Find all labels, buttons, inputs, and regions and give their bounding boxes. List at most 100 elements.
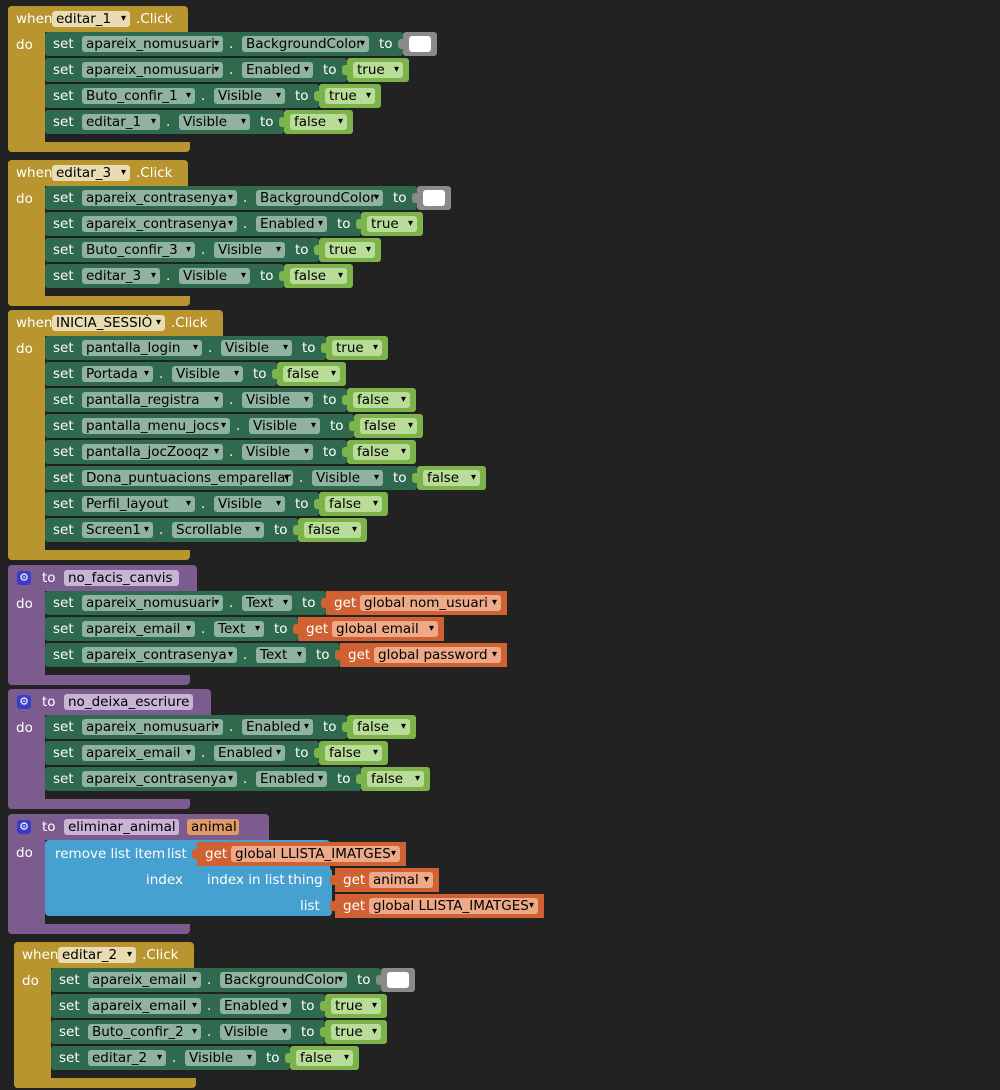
property-dropdown[interactable]: BackgroundColor (242, 36, 369, 52)
property-dropdown[interactable]: BackgroundColor (220, 972, 347, 988)
component-dropdown[interactable]: pantalla_registra (82, 392, 223, 408)
component-dropdown[interactable]: apareix_nomusuari (82, 719, 223, 735)
property-dropdown[interactable]: Visible (179, 114, 250, 130)
component-dropdown[interactable]: pantalla_jocZooqz (82, 444, 223, 460)
component-dropdown[interactable]: apareix_email (88, 998, 201, 1014)
variable-name-dropdown[interactable]: global nom_usuari (360, 595, 501, 611)
gear-icon[interactable]: ⚙ (17, 571, 31, 585)
boolean-dropdown[interactable]: true (331, 1024, 381, 1040)
boolean-dropdown[interactable]: true (367, 216, 417, 232)
property-dropdown[interactable]: Enabled (256, 771, 327, 787)
component-dropdown[interactable]: Buto_confir_2 (88, 1024, 201, 1040)
component-dropdown[interactable]: Perfil_layout (82, 496, 195, 512)
property-dropdown[interactable]: Visible (172, 366, 243, 382)
boolean-dropdown[interactable]: false (290, 114, 347, 130)
color-swatch[interactable] (423, 190, 445, 206)
component-dropdown[interactable]: editar_2 (58, 947, 136, 963)
boolean-dropdown[interactable]: false (360, 418, 417, 434)
variable-name-dropdown[interactable]: animal (369, 872, 433, 888)
component-dropdown[interactable]: apareix_contrasenya (82, 190, 237, 206)
property-dropdown[interactable]: Text (242, 595, 292, 611)
boolean-dropdown[interactable]: false (325, 496, 382, 512)
boolean-dropdown[interactable]: false (367, 771, 424, 787)
variable-name-dropdown[interactable]: global LLISTA_IMATGES (369, 898, 538, 914)
boolean-dropdown[interactable]: false (423, 470, 480, 486)
procedure-name-field[interactable]: no_facis_canvis (64, 570, 179, 586)
component-dropdown[interactable]: apareix_nomusuari (82, 595, 223, 611)
component-dropdown[interactable]: apareix_contrasenya (82, 216, 237, 232)
to-keyword: to (295, 496, 309, 512)
component-dropdown[interactable]: editar_1 (52, 11, 130, 27)
dot-separator: . (207, 998, 212, 1014)
component-dropdown[interactable]: editar_1 (82, 114, 160, 130)
property-dropdown[interactable]: Enabled (242, 719, 313, 735)
property-dropdown[interactable]: Visible (214, 496, 285, 512)
gear-icon[interactable]: ⚙ (17, 695, 31, 709)
boolean-dropdown[interactable]: false (304, 522, 361, 538)
when-keyword: when (22, 947, 59, 963)
component-dropdown[interactable]: Portada (82, 366, 153, 382)
boolean-dropdown[interactable]: true (331, 998, 381, 1014)
property-dropdown[interactable]: Visible (214, 88, 285, 104)
get-keyword: get (334, 595, 357, 611)
property-dropdown[interactable]: Visible (221, 340, 292, 356)
property-dropdown[interactable]: Text (214, 621, 264, 637)
boolean-dropdown[interactable]: true (332, 340, 382, 356)
property-dropdown[interactable]: Enabled (256, 216, 327, 232)
component-dropdown[interactable]: apareix_contrasenya (82, 771, 237, 787)
boolean-dropdown[interactable]: false (353, 444, 410, 460)
variable-name-dropdown[interactable]: global email (332, 621, 438, 637)
gear-icon[interactable]: ⚙ (17, 820, 31, 834)
property-dropdown[interactable]: Visible (214, 242, 285, 258)
input-socket (349, 421, 355, 431)
property-dropdown[interactable]: Visible (249, 418, 320, 434)
property-dropdown[interactable]: Enabled (242, 62, 313, 78)
property-dropdown[interactable]: Visible (242, 392, 313, 408)
property-dropdown[interactable]: Text (256, 647, 306, 663)
property-dropdown[interactable]: Visible (185, 1050, 256, 1066)
component-dropdown[interactable]: apareix_contrasenya (82, 647, 237, 663)
component-dropdown[interactable]: Buto_confir_1 (82, 88, 195, 104)
component-dropdown[interactable]: editar_2 (88, 1050, 166, 1066)
boolean-dropdown[interactable]: false (353, 719, 410, 735)
input-socket (335, 650, 341, 660)
component-dropdown[interactable]: pantalla_login (82, 340, 202, 356)
property-dropdown[interactable]: Visible (242, 444, 313, 460)
procedure-name-field[interactable]: eliminar_animal (64, 819, 179, 835)
property-dropdown[interactable]: Visible (220, 1024, 291, 1040)
component-dropdown[interactable]: editar_3 (82, 268, 160, 284)
component-dropdown[interactable]: editar_3 (52, 165, 130, 181)
component-dropdown[interactable]: apareix_email (88, 972, 201, 988)
property-dropdown[interactable]: Enabled (220, 998, 291, 1014)
component-dropdown[interactable]: apareix_email (82, 621, 195, 637)
variable-name-dropdown[interactable]: global LLISTA_IMATGES (231, 846, 400, 862)
boolean-dropdown[interactable]: false (296, 1050, 353, 1066)
variable-name-dropdown[interactable]: global password (374, 647, 501, 663)
property-dropdown[interactable]: Visible (312, 470, 383, 486)
boolean-dropdown[interactable]: false (290, 268, 347, 284)
property-dropdown[interactable]: Enabled (214, 745, 285, 761)
boolean-dropdown[interactable]: true (353, 62, 403, 78)
boolean-dropdown[interactable]: false (283, 366, 340, 382)
component-dropdown[interactable]: Screen1 (82, 522, 153, 538)
color-swatch[interactable] (409, 36, 431, 52)
component-dropdown[interactable]: INICIA_SESSIÓ (52, 315, 165, 331)
component-dropdown[interactable]: apareix_nomusuari (82, 36, 223, 52)
color-swatch[interactable] (387, 972, 409, 988)
boolean-dropdown[interactable]: false (353, 392, 410, 408)
property-dropdown[interactable]: Visible (179, 268, 250, 284)
procedure-name-field[interactable]: no_deixa_escriure (64, 694, 193, 710)
property-dropdown[interactable]: Scrollable (172, 522, 264, 538)
input-socket (321, 598, 327, 608)
component-dropdown[interactable]: Buto_confir_3 (82, 242, 195, 258)
boolean-dropdown[interactable]: true (325, 242, 375, 258)
component-dropdown[interactable]: apareix_nomusuari (82, 62, 223, 78)
boolean-dropdown[interactable]: false (325, 745, 382, 761)
boolean-dropdown[interactable]: true (325, 88, 375, 104)
procedure-param-field[interactable]: animal (187, 819, 239, 835)
component-dropdown[interactable]: apareix_email (82, 745, 195, 761)
component-dropdown[interactable]: pantalla_menu_jocs (82, 418, 230, 434)
component-dropdown[interactable]: Dona_puntuacions_emparellar (82, 470, 293, 486)
property-dropdown[interactable]: BackgroundColor (256, 190, 383, 206)
get-keyword: get (306, 621, 329, 637)
